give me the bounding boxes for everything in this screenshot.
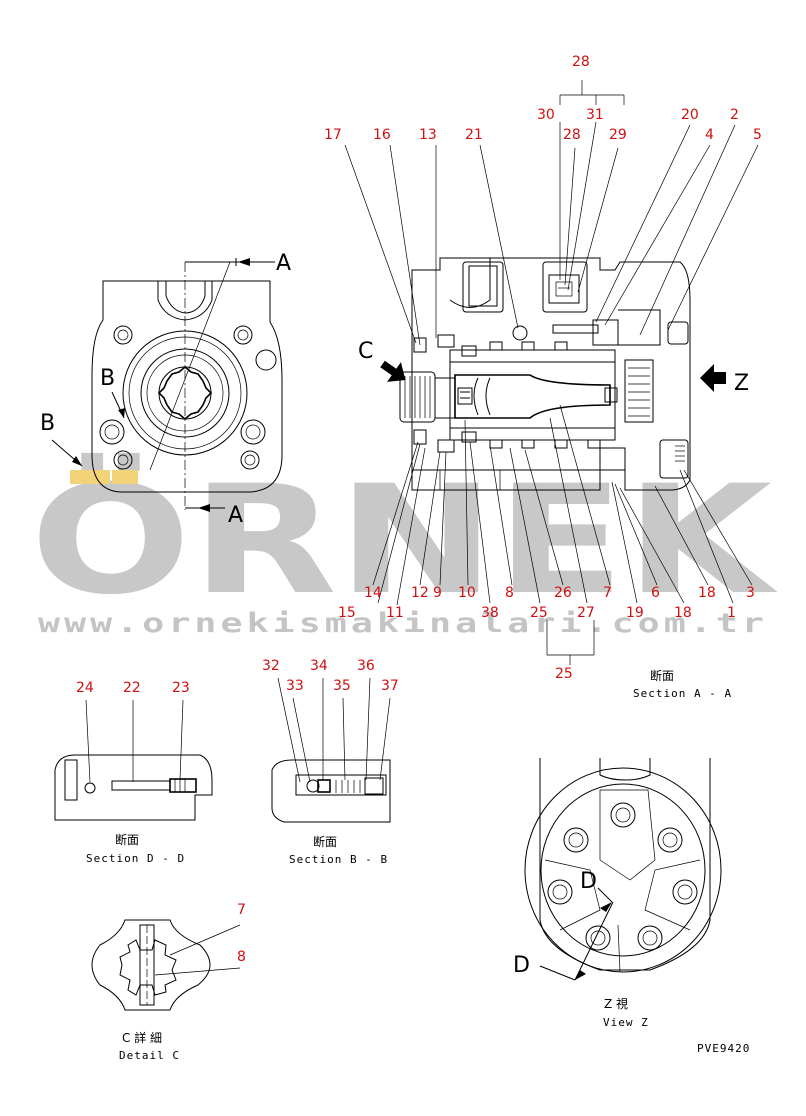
section-mark-a-top: A	[276, 251, 291, 276]
part-label-25b: 25	[555, 666, 573, 682]
part-label-8: 8	[505, 585, 514, 601]
detail-c	[91, 919, 241, 1011]
view-z: D D	[513, 758, 722, 981]
part-label-10: 10	[458, 585, 476, 601]
part-label-28-group: 28	[572, 54, 590, 70]
part-label-23: 23	[172, 680, 190, 696]
captions: 断面 Section A - A 断面 Section D - D 断面 Sec…	[86, 668, 750, 1062]
watermark-brand: ÖRNEK	[30, 452, 778, 628]
section-mark-a-bottom: A	[228, 503, 243, 528]
part-label-31: 31	[586, 107, 604, 123]
view-mark-z: Z	[734, 371, 749, 396]
caption-section-bb-jp: 断面	[313, 834, 337, 849]
part-label-15: 15	[338, 605, 356, 621]
part-label-14: 14	[364, 585, 382, 601]
part-labels: 28 30 31 28 29 20 2 4 5 17 16 13 21 14 1…	[76, 54, 762, 965]
section-mark-b-inner: B	[100, 366, 115, 391]
part-label-7c: 7	[237, 902, 246, 918]
section-dd	[54, 699, 213, 821]
part-label-12: 12	[411, 585, 429, 601]
caption-view-z-jp: Z 視	[604, 996, 628, 1011]
caption-section-aa: Section A - A	[633, 687, 732, 700]
watermark-accent-right	[112, 470, 138, 484]
part-label-3: 3	[746, 585, 755, 601]
part-label-36: 36	[357, 658, 375, 674]
caption-section-aa-jp: 断面	[650, 668, 674, 683]
view-mark-c: C	[358, 339, 373, 364]
part-label-25: 25	[530, 605, 548, 621]
part-label-32: 32	[262, 658, 280, 674]
part-label-5: 5	[753, 127, 762, 143]
part-label-30: 30	[537, 107, 555, 123]
caption-view-z: View Z	[603, 1016, 649, 1029]
watermark-url: www.ornekismakinalari.com.tr	[38, 608, 768, 639]
section-mark-d-bottom: D	[513, 953, 530, 978]
part-label-21: 21	[465, 127, 483, 143]
part-label-13: 13	[419, 127, 437, 143]
caption-section-bb: Section B - B	[289, 853, 388, 866]
drawing-code: PVE9420	[697, 1042, 750, 1055]
part-label-33: 33	[286, 678, 304, 694]
part-label-38: 38	[481, 605, 499, 621]
part-label-11: 11	[386, 605, 404, 621]
section-mark-d-top: D	[580, 869, 597, 894]
caption-section-dd-jp: 断面	[115, 832, 139, 847]
part-label-22: 22	[123, 680, 141, 696]
part-label-26: 26	[554, 585, 572, 601]
part-label-27: 27	[577, 605, 595, 621]
watermark: ÖRNEK www.ornekismakinalari.com.tr	[30, 452, 778, 639]
front-view: A A B B	[40, 251, 291, 528]
part-label-35: 35	[333, 678, 351, 694]
part-label-9: 9	[433, 585, 442, 601]
caption-section-dd: Section D - D	[86, 852, 185, 865]
part-label-7: 7	[603, 585, 612, 601]
watermark-accent-left	[70, 470, 110, 484]
leader-lines-aa	[344, 80, 759, 665]
part-label-29: 29	[609, 127, 627, 143]
part-label-24: 24	[76, 680, 94, 696]
part-label-8c: 8	[237, 949, 246, 965]
part-label-34: 34	[310, 658, 328, 674]
part-label-28: 28	[563, 127, 581, 143]
caption-detail-c-jp: C 詳 細	[122, 1030, 162, 1045]
section-aa: C Z	[358, 257, 749, 491]
part-label-37: 37	[381, 678, 399, 694]
part-label-17: 17	[324, 127, 342, 143]
arrow-c-icon	[380, 360, 406, 382]
caption-detail-c: Detail C	[119, 1049, 180, 1062]
section-mark-b-left: B	[40, 411, 55, 436]
part-label-1: 1	[727, 605, 736, 621]
part-label-2: 2	[730, 107, 739, 123]
part-label-6: 6	[651, 585, 660, 601]
part-label-20: 20	[681, 107, 699, 123]
part-label-18b: 18	[674, 605, 692, 621]
part-label-4: 4	[705, 127, 714, 143]
part-label-19: 19	[626, 605, 644, 621]
part-label-18: 18	[698, 585, 716, 601]
part-label-16: 16	[373, 127, 391, 143]
arrow-z-icon	[700, 364, 726, 392]
section-bb	[271, 677, 391, 823]
